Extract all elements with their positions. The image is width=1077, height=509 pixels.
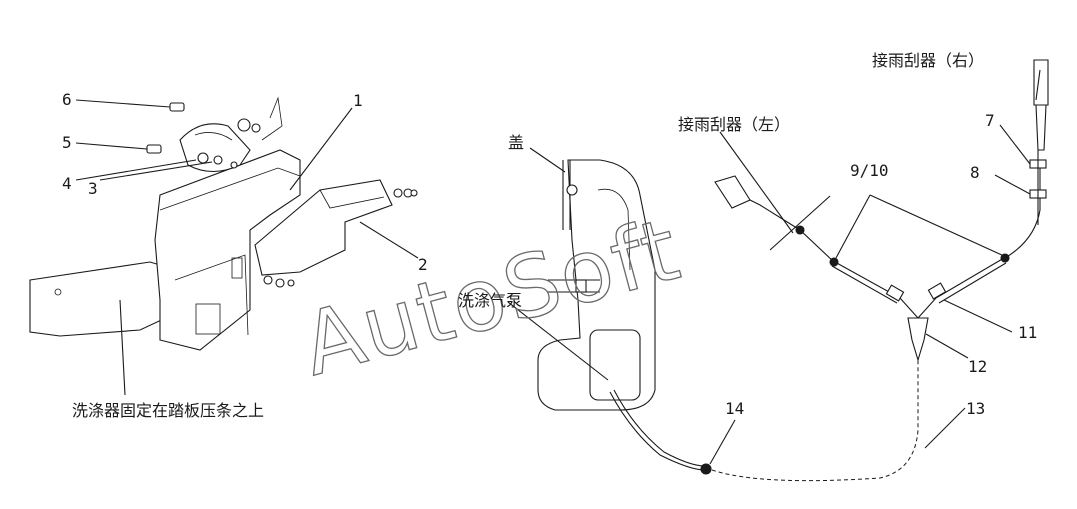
- filler-cap: [179, 123, 251, 173]
- hose-clamp-right: [927, 282, 947, 300]
- washer-fastener: [237, 118, 251, 132]
- label-washer-mount: 洗涤器固定在踏板压条之上: [72, 401, 264, 420]
- left-leader-lines: [75, 99, 419, 396]
- pump-fitting: [575, 279, 587, 293]
- hose-joint-14: [700, 463, 712, 475]
- callout-13: 13: [966, 399, 985, 418]
- left-wiper-bracket: [769, 195, 831, 251]
- mounting-bracket: [254, 179, 393, 276]
- top-bracket: [261, 96, 283, 141]
- reservoir-tank: [154, 149, 301, 351]
- callout-12: 12: [968, 357, 987, 376]
- clip-fastener: [230, 161, 238, 169]
- bracket-nut: [410, 189, 418, 197]
- tee-branch: [917, 297, 937, 319]
- clip-fastener: [213, 155, 223, 165]
- nut-fastener: [251, 123, 261, 133]
- cap-ridge: [194, 132, 233, 141]
- tank-edge: [159, 167, 301, 211]
- left-wiper-clip: [795, 225, 805, 235]
- pump-neck: [597, 188, 631, 271]
- callout-9-10: 9/10: [850, 161, 889, 180]
- right-leader-lines: [507, 69, 1041, 465]
- callout-8: 8: [970, 163, 980, 182]
- outlet-hose: [613, 389, 706, 467]
- tee-branch: [899, 297, 919, 319]
- label-wash-pump: 洗涤气泵: [458, 291, 522, 310]
- hose-right: [935, 257, 1005, 299]
- left-wiper-nozzle: [714, 175, 751, 209]
- callout-11: 11: [1018, 323, 1037, 342]
- bracket-nut: [393, 188, 403, 198]
- bracket-nut: [275, 278, 285, 288]
- callout-6: 6: [62, 90, 72, 109]
- bracket-nut: [287, 279, 295, 287]
- hose-left: [831, 265, 898, 304]
- cover-screw: [566, 184, 578, 196]
- right-wiper-tube: [1035, 104, 1047, 151]
- callout-4: 4: [62, 174, 72, 193]
- pump-window: [589, 329, 641, 401]
- right-wiper-nozzle: [1033, 59, 1049, 106]
- tank-lower-edge: [174, 254, 249, 336]
- clip-fastener: [197, 152, 209, 164]
- outlet-hose: [609, 391, 706, 471]
- right-wiper-hose: [1004, 160, 1041, 259]
- tank-tab: [231, 257, 243, 279]
- washer-reservoir-assembly: [29, 96, 418, 351]
- pump-slot: [195, 303, 221, 335]
- callout-2: 2: [418, 255, 428, 274]
- hose-right: [938, 262, 1007, 304]
- strip-hole: [54, 288, 62, 296]
- callout-5: 5: [62, 133, 72, 152]
- callout-7: 7: [985, 111, 995, 130]
- label-wiper-left: 接雨刮器（左）: [678, 115, 790, 134]
- bracket-nut: [263, 275, 273, 285]
- label-cover: 盖: [508, 133, 524, 152]
- callout-3: 3: [88, 179, 98, 198]
- callout-1: 1: [353, 91, 363, 110]
- tee-connector-12: [907, 317, 929, 362]
- bracket-fold: [319, 189, 385, 209]
- bolt-5: [146, 144, 162, 154]
- bolt-6: [169, 102, 185, 112]
- label-wiper-right: 接雨刮器（右）: [872, 51, 984, 70]
- hose-13: [711, 355, 919, 482]
- hose-clamp-left: [885, 284, 905, 302]
- callout-14: 14: [725, 399, 744, 418]
